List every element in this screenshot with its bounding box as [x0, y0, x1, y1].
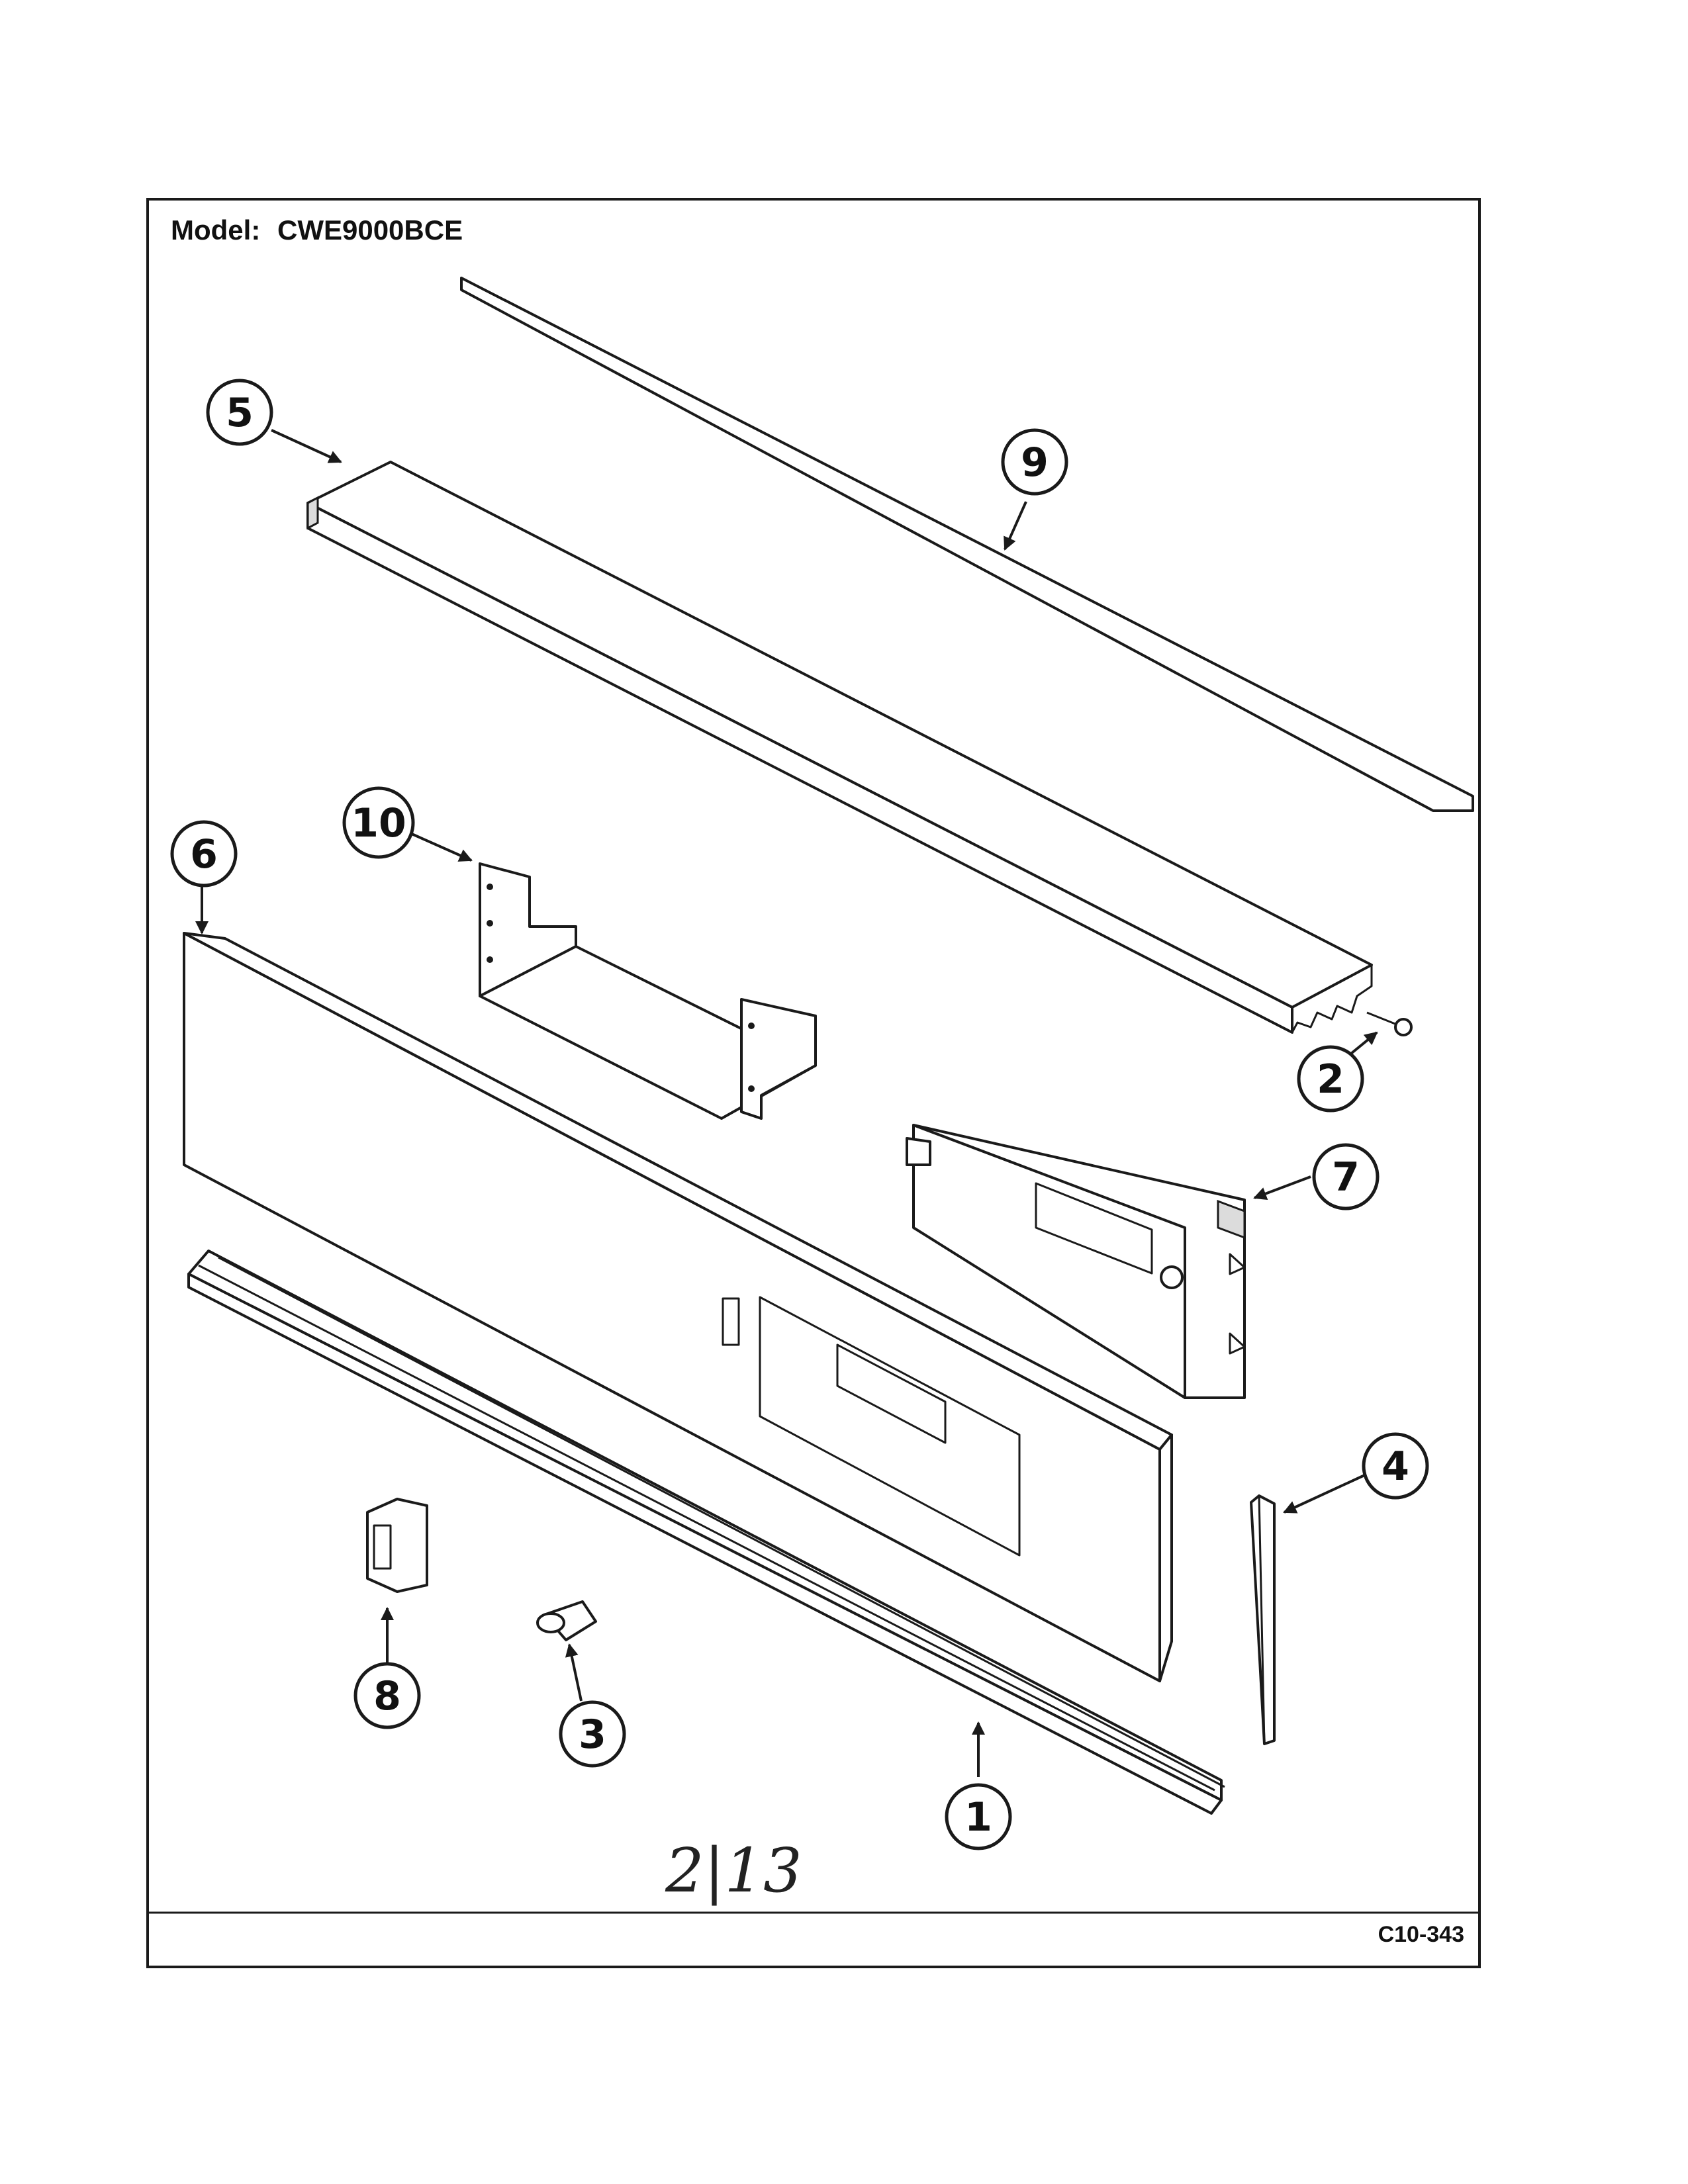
- knob: [536, 1600, 597, 1641]
- callout-6: 6: [170, 820, 238, 887]
- svg-text:9: 9: [1021, 439, 1049, 486]
- diagram-frame: [146, 198, 1481, 1968]
- callout-1: 1: [945, 1783, 1012, 1850]
- callout-3: 3: [559, 1700, 626, 1768]
- callout-9: 9: [1001, 428, 1068, 496]
- callout-5: 5: [206, 379, 273, 446]
- svg-text:10: 10: [351, 800, 406, 846]
- svg-text:3: 3: [579, 1711, 606, 1758]
- svg-text:7: 7: [1332, 1154, 1360, 1201]
- callout-4: 4: [1362, 1432, 1429, 1500]
- svg-text:8: 8: [373, 1673, 401, 1719]
- svg-text:1: 1: [964, 1794, 992, 1841]
- rocker-switch: [366, 1498, 428, 1593]
- mounting-bracket: [479, 862, 817, 1120]
- svg-text:2: 2: [1317, 1056, 1344, 1103]
- callout-10: 10: [342, 786, 415, 859]
- top-extrusion: [306, 461, 1373, 1034]
- model-label: Model: CWE9000BCE: [171, 214, 463, 246]
- trim-strip: [187, 1250, 1225, 1815]
- svg-text:5: 5: [226, 390, 254, 436]
- callout-7: 7: [1312, 1143, 1380, 1210]
- model-number: CWE9000BCE: [277, 214, 463, 246]
- svg-text:6: 6: [190, 831, 218, 878]
- side-trim: [1250, 1494, 1276, 1745]
- top-trim-strip: [460, 277, 1474, 812]
- svg-text:4: 4: [1382, 1443, 1409, 1490]
- control-panel: [183, 932, 1173, 1682]
- clock-knob-shaft: [1160, 1265, 1184, 1289]
- callout-2: 2: [1297, 1045, 1364, 1113]
- handwritten-note: 2|13: [665, 1835, 802, 1906]
- callout-8: 8: [353, 1662, 421, 1729]
- electronic-clock-control: [906, 1124, 1246, 1399]
- screw: [1366, 1011, 1413, 1036]
- drawing-code: C10-343: [1378, 1922, 1464, 1947]
